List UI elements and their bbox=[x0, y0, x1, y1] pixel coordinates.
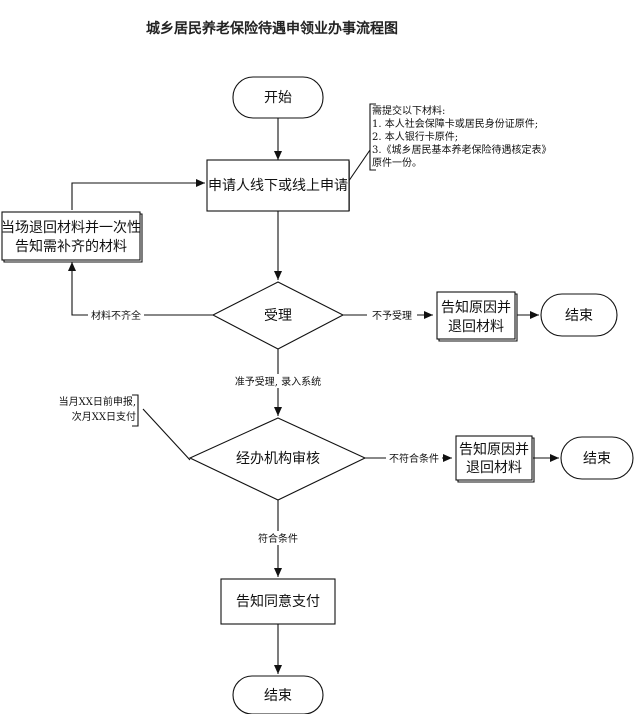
edge-labels: 材料不齐全 不予受理 准予受理, 录入系统 不符合条件 符合条件 bbox=[88, 308, 442, 545]
materials-note-line1: 需提交以下材料: bbox=[372, 104, 445, 117]
payment-timing-line2: 次月XX日支付 bbox=[72, 410, 136, 423]
return-materials-line1: 当场退回材料并一次性 bbox=[1, 220, 141, 236]
apply-label: 申请人线下或线上申请 bbox=[208, 178, 348, 194]
return-materials-node: 当场退回材料并一次性 告知需补齐的材料 bbox=[1, 211, 143, 263]
reject-notice2-line2: 退回材料 bbox=[466, 460, 522, 476]
materials-note-line5: 原件一份。 bbox=[372, 157, 422, 169]
return-materials-line2: 告知需补齐的材料 bbox=[15, 238, 127, 255]
approve-pay-node: 告知同意支付 bbox=[220, 578, 336, 625]
reject-notice2-node: 告知原因并 退回材料 bbox=[455, 435, 535, 483]
end3-label: 结束 bbox=[264, 688, 292, 704]
accept-label: 受理 bbox=[264, 308, 292, 324]
edge-return-to-apply bbox=[71, 179, 205, 210]
edge-incomplete bbox=[68, 262, 213, 316]
payment-timing-line1: 当月XX日前申报, bbox=[59, 395, 136, 408]
accept-decision: 受理 bbox=[211, 281, 345, 350]
end2-label: 结束 bbox=[583, 451, 611, 467]
start-label: 开始 bbox=[264, 90, 292, 106]
reject-notice1-line1: 告知原因并 bbox=[441, 299, 511, 316]
materials-note-line3: 2. 本人银行卡原件; bbox=[372, 130, 458, 143]
diagram-title: 城乡居民养老保险待遇申领业办事流程图 bbox=[146, 20, 398, 37]
review-label: 经办机构审核 bbox=[236, 451, 320, 467]
review-decision: 经办机构审核 bbox=[188, 417, 367, 501]
apply-node: 申请人线下或线上申请 bbox=[206, 159, 350, 212]
label-incomplete: 材料不齐全 bbox=[91, 309, 141, 322]
end1-node: 结束 bbox=[540, 293, 618, 337]
label-not-accepted: 不予受理 bbox=[372, 310, 412, 322]
materials-note-connector bbox=[345, 149, 371, 186]
label-not-qualified: 不符合条件 bbox=[389, 452, 439, 465]
label-qualified: 符合条件 bbox=[258, 532, 298, 545]
payment-timing-note: 当月XX日前申报, 次月XX日支付 bbox=[59, 394, 139, 427]
end3-node: 结束 bbox=[232, 675, 324, 714]
timing-note-connector bbox=[142, 408, 191, 461]
materials-note-line2: 1. 本人社会保障卡或居民身份证原件; bbox=[372, 117, 538, 130]
approve-pay-label: 告知同意支付 bbox=[236, 593, 320, 610]
reject-notice2-line1: 告知原因并 bbox=[459, 441, 529, 458]
materials-note: 需提交以下材料: 1. 本人社会保障卡或居民身份证原件; 2. 本人银行卡原件;… bbox=[369, 103, 552, 171]
end2-node: 结束 bbox=[560, 436, 634, 480]
label-accepted: 准予受理, 录入系统 bbox=[235, 375, 321, 388]
start-node: 开始 bbox=[232, 76, 324, 119]
end1-label: 结束 bbox=[565, 308, 593, 324]
reject-notice1-node: 告知原因并 退回材料 bbox=[436, 291, 518, 342]
reject-notice1-line2: 退回材料 bbox=[448, 319, 504, 335]
materials-note-line4: 3.《城乡居民基本养老保险待遇核定表》 bbox=[372, 143, 552, 156]
